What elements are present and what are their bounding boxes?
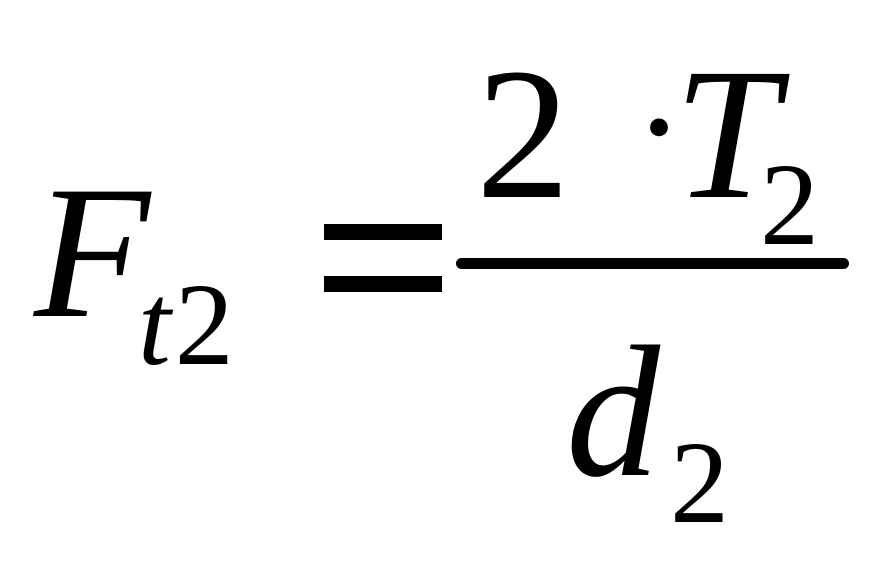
lhs-subscript-letter: t bbox=[138, 259, 175, 390]
lhs-subscript: t2 bbox=[138, 266, 238, 384]
equals-sign-bottom-bar bbox=[324, 276, 442, 292]
lhs-subscript-digit: 2 bbox=[174, 259, 238, 390]
equals-sign-top-bar bbox=[324, 224, 442, 240]
numerator-operator: · bbox=[634, 44, 684, 210]
denominator-symbol: d bbox=[566, 307, 660, 516]
numerator-subscript: 2 bbox=[760, 139, 819, 270]
fraction-bar bbox=[456, 258, 849, 269]
denominator-subscript: 2 bbox=[670, 417, 729, 548]
numerator-symbol: T bbox=[674, 29, 779, 238]
numerator-coefficient: 2 bbox=[476, 29, 570, 238]
lhs-symbol: F bbox=[34, 148, 151, 358]
